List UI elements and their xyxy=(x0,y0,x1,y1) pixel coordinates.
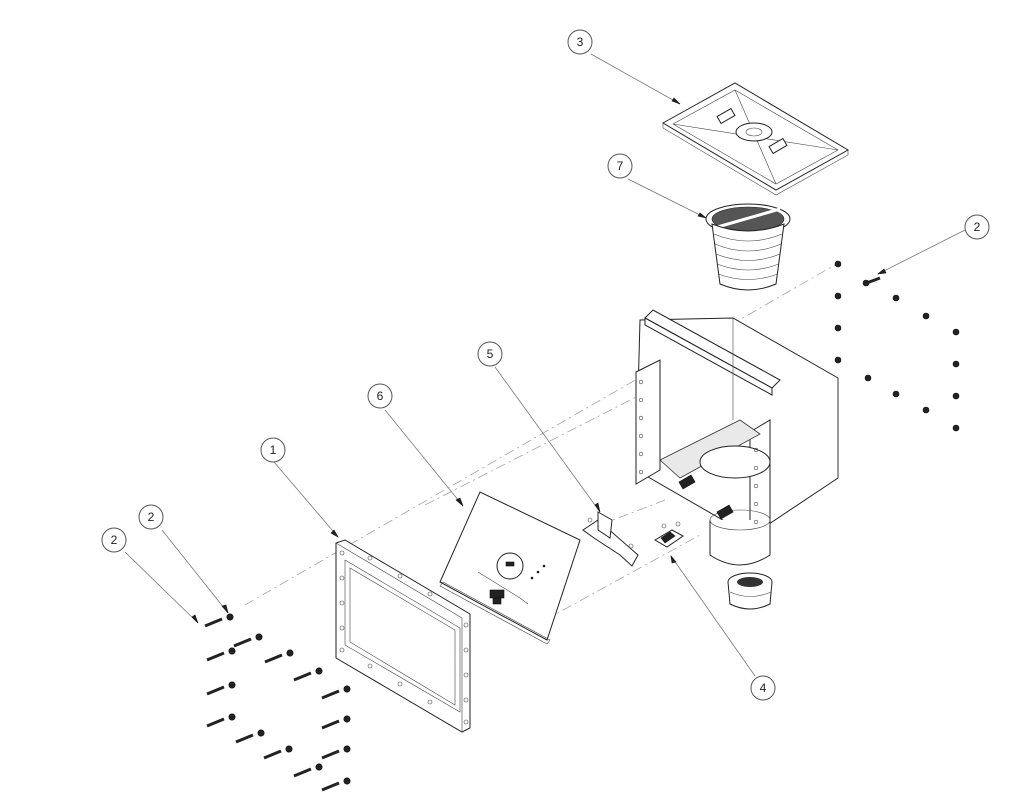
callout-label: 7 xyxy=(617,159,624,173)
callout-2-left-lower: 2 xyxy=(101,527,127,553)
callout-2-right: 2 xyxy=(964,214,990,240)
weir-door xyxy=(439,491,581,645)
strainer-basket xyxy=(705,203,791,291)
screw xyxy=(293,763,323,778)
face-plate-holes xyxy=(339,550,469,725)
callout-label: 5 xyxy=(487,347,494,361)
screw xyxy=(235,729,265,744)
skimmer-lid xyxy=(661,82,850,196)
callout-7: 7 xyxy=(607,153,633,179)
basket-ribs xyxy=(713,233,783,280)
clip-part xyxy=(654,521,684,548)
screw xyxy=(206,647,236,662)
screw xyxy=(264,649,294,664)
callout-4: 4 xyxy=(750,675,776,701)
screw xyxy=(204,613,234,628)
skimmer-body xyxy=(635,309,839,566)
screw xyxy=(321,685,351,700)
screw xyxy=(206,681,236,696)
screw xyxy=(293,667,323,682)
screw xyxy=(263,745,293,760)
callout-2-left-upper: 2 xyxy=(138,504,164,530)
screw-right xyxy=(862,276,881,287)
callout-6: 6 xyxy=(367,383,393,409)
nuts-right xyxy=(834,260,960,432)
callout-label: 3 xyxy=(577,35,584,49)
callout-1: 1 xyxy=(260,437,286,463)
callout-label: 2 xyxy=(974,220,981,234)
screw xyxy=(321,745,351,760)
callout-5: 5 xyxy=(477,341,503,367)
screw xyxy=(206,713,236,728)
face-plate xyxy=(335,539,471,733)
threaded-fitting xyxy=(727,572,773,610)
screw xyxy=(321,777,351,792)
callout-3: 3 xyxy=(567,29,593,55)
callout-label: 1 xyxy=(270,443,277,457)
weir-bracket xyxy=(582,511,639,567)
body-holes xyxy=(638,379,759,525)
screw xyxy=(233,633,263,648)
callout-label: 4 xyxy=(760,681,767,695)
callout-label: 6 xyxy=(377,389,384,403)
screw xyxy=(321,715,351,730)
screws-left xyxy=(204,613,351,792)
leader-lines xyxy=(124,53,966,677)
callout-label: 2 xyxy=(148,510,155,524)
callout-label: 2 xyxy=(111,533,118,547)
